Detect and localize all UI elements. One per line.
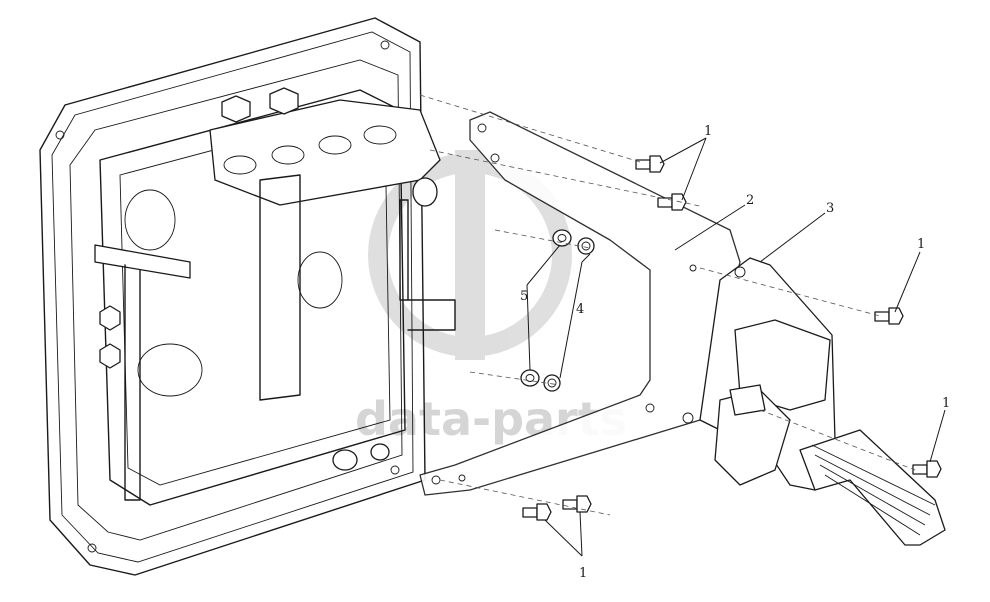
callout-1-bottom: 1: [579, 566, 587, 581]
callout-1-right-lower: 1: [942, 396, 950, 411]
bolts: [522, 155, 942, 521]
mounting-plate: [39, 17, 456, 576]
accelerator-pedal: [714, 319, 946, 546]
alignment-lines: [419, 94, 916, 516]
callout-1-right-upper: 1: [917, 237, 925, 252]
gd-logo-watermark: [368, 150, 572, 360]
callout-1-top: 1: [704, 124, 712, 139]
callout-4: 4: [576, 302, 584, 317]
leader-lines: [526, 137, 946, 557]
callout-5: 5: [520, 289, 528, 304]
callout-2: 2: [746, 193, 754, 208]
callout-3: 3: [826, 201, 834, 216]
